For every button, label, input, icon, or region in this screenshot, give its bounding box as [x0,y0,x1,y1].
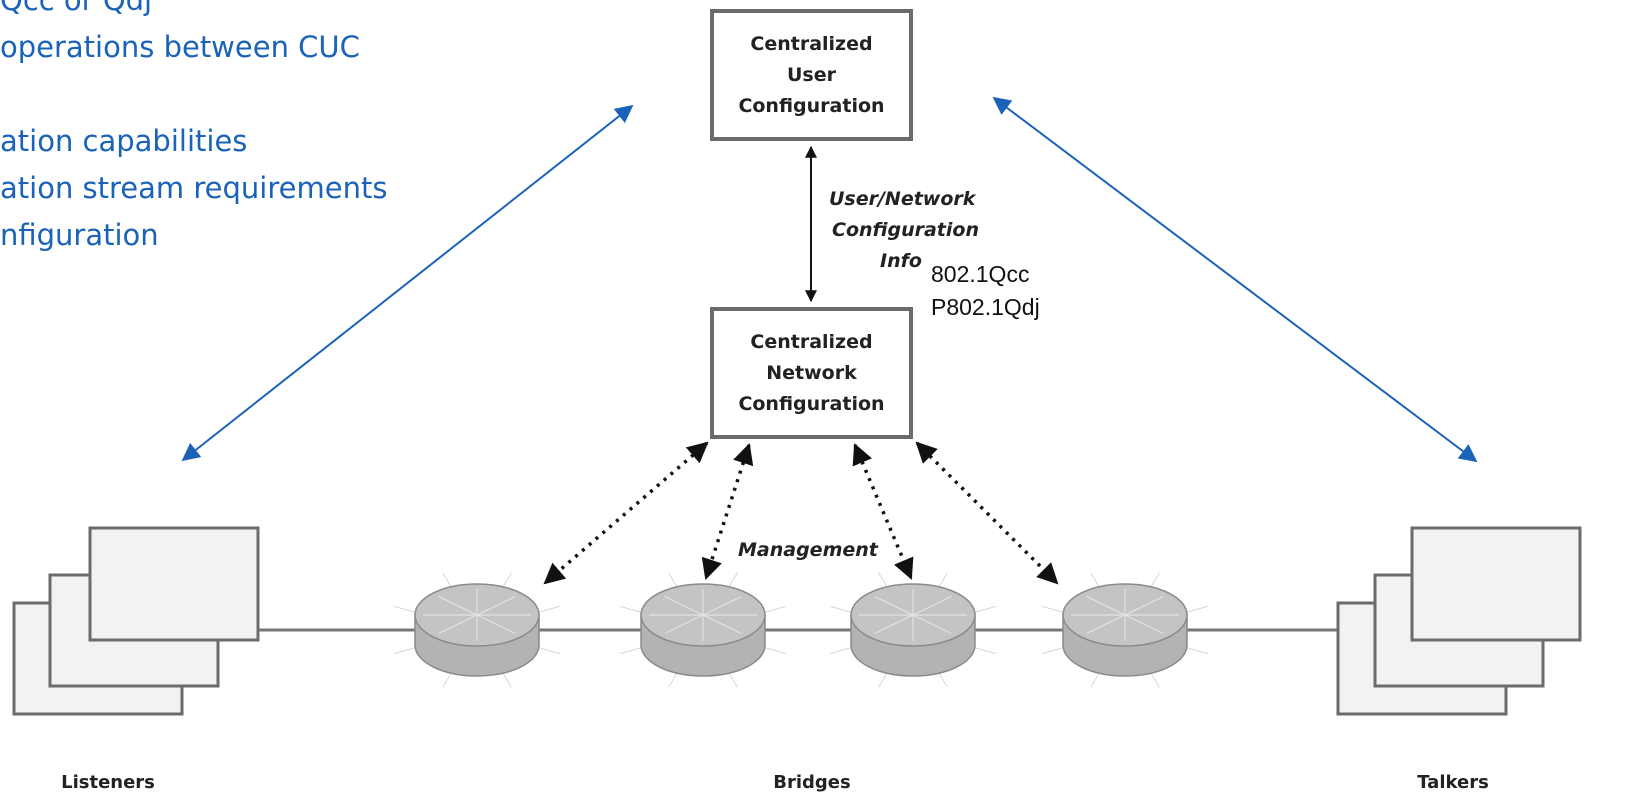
bridge-1 [393,572,561,688]
standard-label-qcc: 802.1Qcc [931,261,1030,287]
mgmt-arrow-3 [852,443,914,580]
talker-station-front [1410,526,1582,642]
listeners-stack [12,526,260,716]
bridges-layer [393,572,1209,688]
bridges-caption: Bridges [773,772,851,793]
cnc-label-line-2: Network [766,362,857,384]
flow-label-line-2: Configuration [832,219,979,241]
bridge-4 [1041,572,1209,688]
bullet-item-2: operations between CUC [0,30,360,64]
flow-label-line-3: Info [880,250,922,272]
flow-label-line-1: User/Network [829,188,976,210]
cuc-box [710,9,913,141]
cnc-label: Centralized Network Configuration [714,327,909,420]
standard-label-qdj: P802.1Qdj [931,294,1040,320]
bridge-2 [619,572,787,688]
cnc-label-line-3: Configuration [738,393,885,415]
bullet-item-5: nfiguration [0,218,159,252]
mgmt-arrow-4 [915,441,1059,585]
arrow-cuc-listeners [181,104,634,462]
listener-station-front [88,526,260,642]
bridge-3 [829,572,997,688]
management-label: Management [738,539,878,561]
cuc-label-line-2: User [787,64,836,86]
talkers-caption: Talkers [1417,772,1489,793]
cnc-label-line-1: Centralized [750,331,873,353]
cuc-label-line-3: Configuration [738,95,885,117]
cuc-label: Centralized User Configuration [714,29,909,122]
mgmt-arrow-1 [543,441,709,585]
talkers-stack [1336,526,1582,716]
listeners-caption: Listeners [61,772,155,793]
bullet-item-4: ation stream requirements [0,171,388,205]
bullet-item-3: ation capabilities [0,124,248,158]
bullet-item-1: Qcc or Qdj [0,0,153,17]
cnc-box [710,307,913,439]
arrow-cuc-talkers [992,96,1478,463]
cuc-label-line-1: Centralized [750,33,873,55]
